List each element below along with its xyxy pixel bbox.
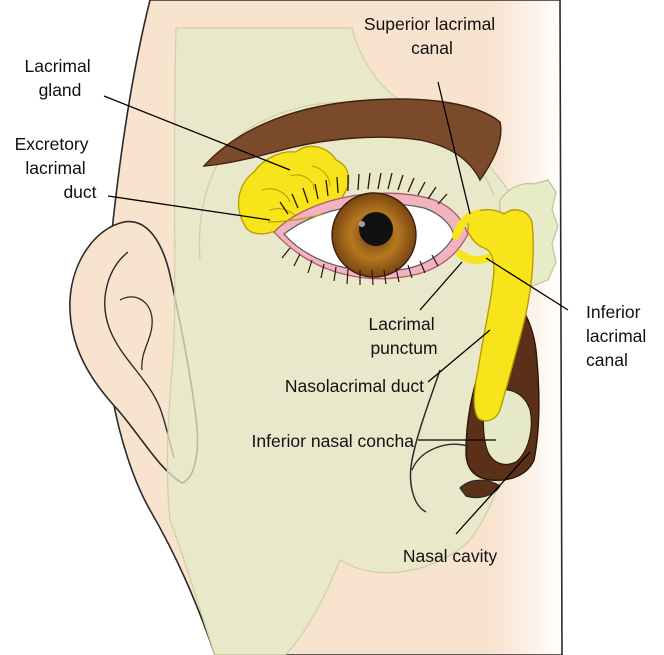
gland-lobule-lines — [261, 165, 331, 223]
iris-highlight — [359, 221, 365, 227]
leader-inferior-lacrimal-canal — [485, 257, 569, 311]
upper-eyelashes — [279, 172, 448, 215]
label-nasolacrimal-duct: Nasolacrimal duct — [285, 376, 424, 396]
ear-inner-fold — [119, 296, 153, 371]
leader-lacrimal-punctum — [419, 261, 463, 311]
eyebrow — [202, 98, 502, 182]
lacrimal-sac-duct — [467, 209, 534, 422]
label-inferior-nasal-concha: Inferior nasal concha — [252, 431, 415, 451]
nose-outline — [409, 369, 441, 513]
leader-superior-lacrimal-canal — [437, 81, 471, 215]
leader-nasal-cavity — [455, 451, 531, 535]
leader-lacrimal-gland — [103, 95, 291, 171]
label-inferior-lacrimal-canal: Inferior lacrimal canal — [586, 302, 651, 370]
inferior-lacrimal-canal-shape — [456, 250, 492, 265]
leader-nasolacrimal-duct — [427, 329, 491, 383]
label-nasal-cavity: Nasal cavity — [403, 546, 498, 566]
nose-ala — [411, 443, 469, 471]
pupil — [359, 212, 393, 246]
label-lacrimal-gland: Lacrimal gland — [24, 56, 95, 100]
lower-eyelashes — [281, 247, 439, 286]
label-superior-lacrimal-canal: Superior lacrimal canal — [364, 14, 500, 58]
leader-excretory-lacrimal-duct — [107, 195, 271, 221]
leader-lines — [103, 81, 569, 535]
superior-lacrimal-canal-shape — [452, 210, 482, 240]
excretory-duct-strand — [267, 213, 325, 223]
ear-helix-fold — [104, 251, 175, 459]
label-lacrimal-punctum: Lacrimal punctum — [368, 314, 439, 358]
label-excretory-lacrimal-duct: Excretory lacrimal duct — [15, 134, 97, 202]
